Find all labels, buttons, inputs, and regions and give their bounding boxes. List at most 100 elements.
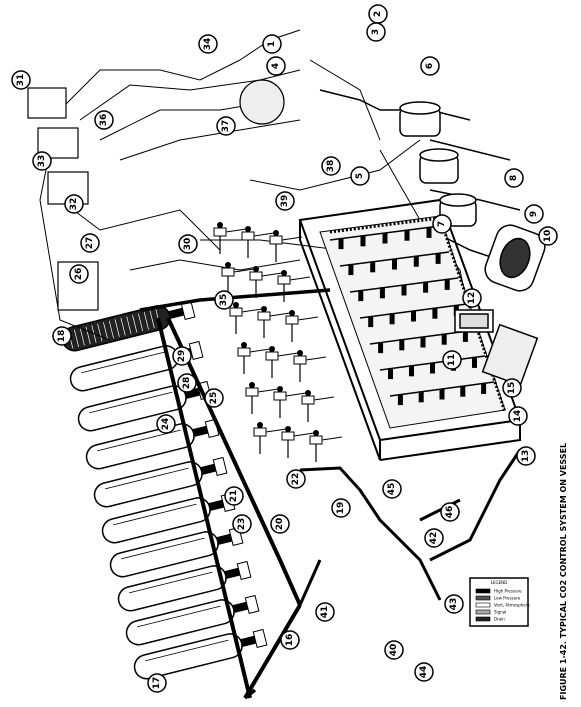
- callout-13: 13: [516, 446, 536, 466]
- selector-valve: [241, 226, 275, 258]
- callout-24: 24: [156, 414, 176, 434]
- callouts: 1234567891011121314151617181920212223242…: [11, 4, 558, 693]
- legend-label: Signal: [494, 610, 506, 615]
- svg-text:25: 25: [209, 392, 219, 405]
- right-units: [399, 101, 546, 387]
- svg-text:6: 6: [425, 63, 435, 69]
- legend-title: LEGEND: [491, 580, 507, 585]
- svg-text:8: 8: [509, 175, 519, 181]
- svg-text:9: 9: [529, 211, 539, 217]
- callout-28: 28: [177, 373, 197, 393]
- legend-label: High Pressure: [494, 589, 522, 594]
- svg-text:44: 44: [419, 666, 429, 679]
- callout-41: 41: [315, 602, 335, 622]
- svg-text:46: 46: [445, 506, 455, 519]
- svg-text:29: 29: [177, 350, 187, 363]
- selector-valve: [221, 262, 255, 294]
- co2-cylinder: [117, 560, 252, 612]
- callout-46: 46: [440, 502, 460, 522]
- svg-text:4: 4: [271, 63, 281, 69]
- svg-text:17: 17: [152, 677, 162, 690]
- svg-text:18: 18: [57, 330, 67, 343]
- svg-text:12: 12: [467, 292, 477, 305]
- selector-valve: [269, 230, 303, 262]
- selector-valve: [237, 342, 271, 374]
- selector-valve: [253, 422, 287, 454]
- selector-valve: [245, 382, 279, 414]
- callout-17: 17: [147, 673, 167, 693]
- lower-main-pipe: [298, 466, 442, 606]
- callout-1: 1: [262, 34, 282, 54]
- callout-4: 4: [266, 56, 286, 76]
- protected-space-box: [298, 198, 522, 461]
- hatched-bulkhead: [329, 216, 507, 413]
- callout-29: 29: [172, 346, 192, 366]
- control-stations: [27, 79, 285, 311]
- callout-2: 2: [368, 4, 388, 24]
- callout-37: 37: [216, 116, 236, 136]
- co2-cylinder: [125, 594, 260, 646]
- svg-text:16: 16: [285, 634, 295, 647]
- callout-42: 42: [424, 528, 444, 548]
- svg-text:23: 23: [237, 518, 247, 531]
- discharge-nozzle-rows: [329, 225, 495, 406]
- alarm-horn-10: [484, 224, 546, 292]
- svg-text:5: 5: [355, 173, 365, 179]
- selector-valve: [249, 266, 283, 298]
- svg-text:27: 27: [85, 237, 95, 250]
- legend-swatch: [475, 588, 491, 594]
- svg-text:31: 31: [16, 74, 26, 87]
- callout-31: 31: [11, 70, 31, 90]
- callout-23: 23: [232, 514, 252, 534]
- svg-text:32: 32: [69, 198, 79, 211]
- svg-text:11: 11: [447, 354, 457, 367]
- legend-label: Low Pressure: [494, 596, 521, 601]
- callout-11: 11: [442, 350, 462, 370]
- svg-text:15: 15: [507, 382, 517, 395]
- header-pipe: [139, 288, 331, 700]
- callout-8: 8: [504, 168, 524, 188]
- callout-12: 12: [462, 288, 482, 308]
- figure-caption: FIGURE 1-42. TYPICAL CO2 CONTROL SYSTEM …: [559, 443, 568, 700]
- selector-valve: [229, 302, 263, 334]
- pressure-switch-6: [399, 101, 441, 137]
- callout-40: 40: [384, 640, 404, 660]
- callout-6: 6: [420, 56, 440, 76]
- callout-10: 10: [538, 226, 558, 246]
- selector-valve: [277, 270, 311, 302]
- control-cabinet-15: [481, 323, 539, 387]
- svg-text:40: 40: [389, 644, 399, 657]
- svg-text:10: 10: [543, 230, 553, 243]
- svg-text:21: 21: [229, 490, 239, 503]
- callout-34: 34: [198, 34, 218, 54]
- svg-text:13: 13: [521, 450, 531, 463]
- callout-27: 27: [80, 233, 100, 253]
- co2-cylinder: [93, 456, 228, 508]
- callout-45: 45: [382, 479, 402, 499]
- svg-text:45: 45: [387, 483, 397, 496]
- svg-text:26: 26: [74, 268, 84, 281]
- callout-25: 25: [204, 388, 224, 408]
- legend-label: Drain: [494, 617, 505, 622]
- svg-text:38: 38: [326, 160, 336, 173]
- selector-valve: [285, 310, 319, 342]
- callout-39: 39: [275, 191, 295, 211]
- svg-text:3: 3: [371, 29, 381, 35]
- callout-19: 19: [331, 498, 351, 518]
- selector-valve: [213, 222, 247, 254]
- svg-text:37: 37: [221, 120, 231, 133]
- svg-text:19: 19: [336, 502, 346, 515]
- valve-bank: [213, 222, 343, 462]
- svg-text:35: 35: [219, 294, 229, 307]
- selector-valve: [309, 430, 343, 462]
- svg-text:20: 20: [275, 518, 285, 531]
- selector-valve: [281, 426, 315, 458]
- siren-box-12: [454, 309, 494, 333]
- svg-text:7: 7: [437, 221, 447, 227]
- svg-text:41: 41: [320, 606, 330, 619]
- co2-cylinder: [61, 300, 196, 352]
- svg-text:1: 1: [267, 41, 277, 47]
